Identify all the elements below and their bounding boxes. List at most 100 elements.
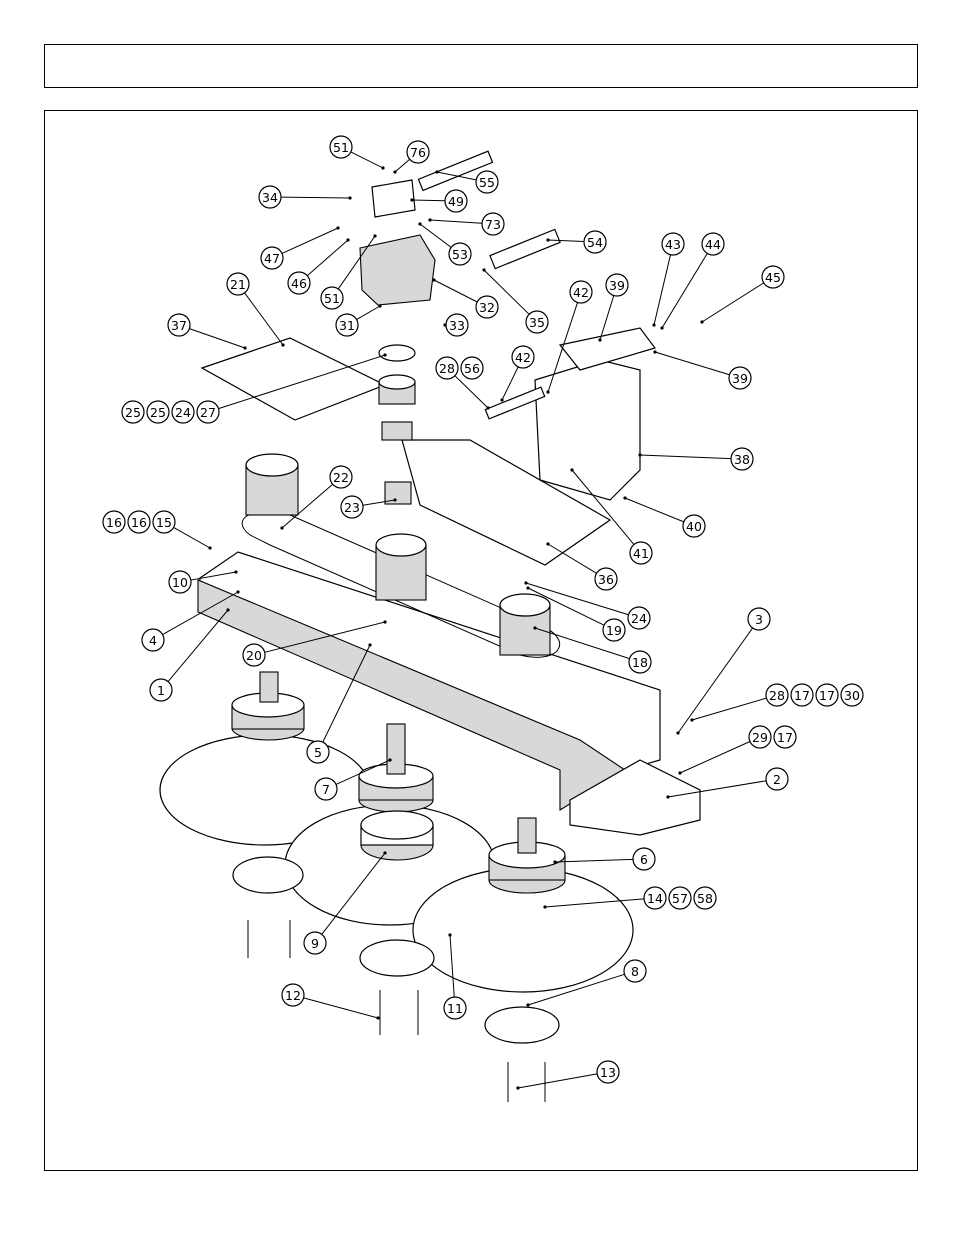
leader-10 [190,571,237,581]
leader-40 [624,497,684,523]
leader-tip-12 [376,1016,380,1020]
leader-20 [264,621,386,653]
callout-1: 1 [149,678,173,702]
callout-4: 4 [141,628,165,652]
leader-11 [449,934,455,998]
callout-label: 35 [529,315,545,330]
callout-30: 30 [840,683,864,707]
leader-tip-15 [208,546,212,550]
callout-49: 49 [444,189,468,213]
callout-28: 28 [765,683,789,707]
leader-76 [394,158,411,173]
callout-53: 53 [448,242,472,266]
callout-label: 33 [449,318,465,333]
callout-18: 18 [628,650,652,674]
leader-tip-54 [546,238,550,242]
callout-circle [320,286,344,310]
leader-19 [527,587,605,626]
beam-end-plate [569,759,701,836]
leader-tip-24 [524,581,528,585]
callout-label: 24 [175,405,191,420]
leader-6 [554,858,634,863]
callout-circle [306,740,330,764]
leader-54 [547,239,585,243]
clamp-plate-center [359,939,435,977]
callout-circle [149,678,173,702]
callout-label: 41 [633,546,649,561]
lift-bracket-arm [558,327,656,371]
callout-21: 21 [226,272,250,296]
callout-label: 5 [314,745,322,760]
leader-18 [534,627,630,660]
callout-label: 73 [485,217,501,232]
leader-tip-14 [543,905,547,909]
callout-label: 57 [672,891,688,906]
callout-35: 35 [525,310,549,334]
callout-circle [481,212,505,236]
leader-tip-13 [516,1086,520,1090]
callout-label: 53 [452,247,468,262]
callout-circle [748,725,772,749]
callout-circle [583,230,607,254]
callout-circle [628,650,652,674]
cover-plate-right [401,439,612,566]
header-box [44,44,918,88]
callout-13: 13 [596,1060,620,1084]
leader-32 [433,279,478,303]
callout-label: 20 [246,648,262,663]
leader-tip-53 [418,222,422,226]
callout-46: 46 [287,271,311,295]
leader-tip-51 [373,234,377,238]
callout-label: 54 [587,235,603,250]
callout-label: 27 [200,405,216,420]
leader-tip-47 [336,226,340,230]
leader-39 [599,295,615,341]
leader-tip-44 [660,326,664,330]
callout-circle [661,232,685,256]
callout-5: 5 [306,740,330,764]
leader-tip-10 [234,570,238,574]
leader-tip-46 [346,238,350,242]
callout-circle [152,510,176,534]
callout-circle [643,886,667,910]
leader-42 [501,366,519,401]
callout-label: 4 [149,633,157,648]
callout-circle [730,447,754,471]
callout-58: 58 [693,886,717,910]
callout-circle [632,847,656,871]
callout-circle [196,400,220,424]
leader-tip-34 [348,196,352,200]
leader-13 [517,1073,598,1089]
callout-label: 24 [631,611,647,626]
callout-25: 25 [146,400,170,424]
callout-circle [258,185,282,209]
leader-tip-3 [676,731,680,735]
callout-41: 41 [629,541,653,565]
callout-label: 39 [732,371,748,386]
callout-circle [287,271,311,295]
assembly-drawing [159,150,701,1102]
callout-circle [747,607,771,631]
leader-tip-7 [388,758,392,762]
callout-39: 39 [728,366,752,390]
callout-17: 17 [773,725,797,749]
callout-label: 21 [230,277,246,292]
callout-label: 15 [156,515,172,530]
leader-tip-42 [546,390,550,394]
callout-circle [171,400,195,424]
callout-circle [682,514,706,538]
callout-label: 19 [606,623,622,638]
leader-1 [167,609,229,682]
leader-tip-31 [378,304,382,308]
leader-34 [280,196,351,199]
callout-25: 25 [121,400,145,424]
callout-circle [281,983,305,1007]
callout-circle [226,272,250,296]
callout-54: 54 [583,230,607,254]
callout-circle [629,541,653,565]
callout-circle [141,628,165,652]
lift-bracket [534,359,641,501]
leader-38 [639,454,732,460]
callout-label: 31 [339,318,355,333]
leader-27 [218,354,386,410]
